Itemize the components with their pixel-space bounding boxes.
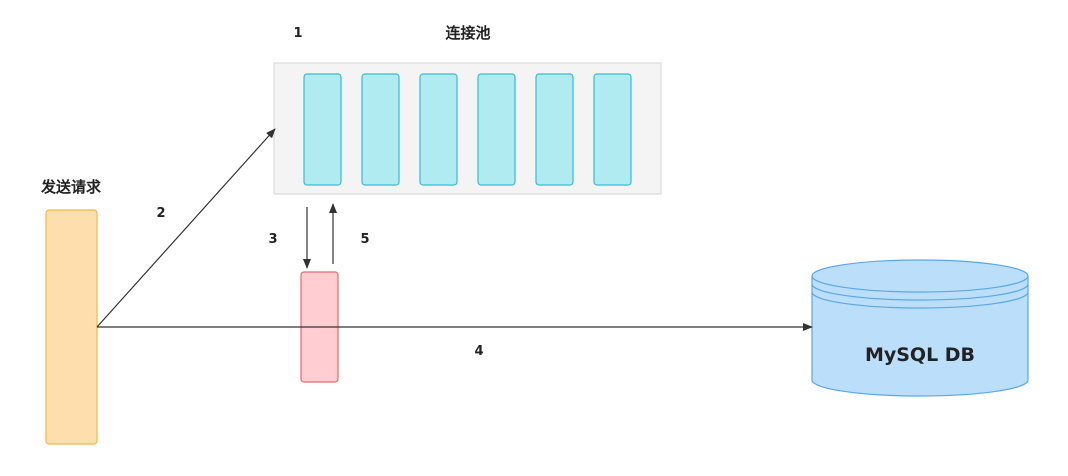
pool-step-label: 1 <box>293 26 302 41</box>
arrow-request-to-pool <box>96 128 276 328</box>
mysql-db-label: MySQL DB <box>865 344 975 366</box>
pool-connection-slot <box>535 73 574 186</box>
pool-title: 连接池 <box>445 24 490 42</box>
request-bar <box>45 209 98 445</box>
arrow-step-2-label: 2 <box>156 206 165 221</box>
pool-connection-slot <box>477 73 516 186</box>
arrow-step-3-label: 3 <box>268 232 277 247</box>
arrow-step-5-label: 5 <box>360 232 369 247</box>
request-title: 发送请求 <box>40 178 102 196</box>
pool-connection-slot <box>361 73 400 186</box>
pool-connection-slot <box>419 73 458 186</box>
pool-slots <box>303 73 632 186</box>
pool-connection-slot <box>593 73 632 186</box>
mysql-db-cylinder <box>811 259 1029 397</box>
arrow-step-4-label: 4 <box>474 344 483 359</box>
pool-connection-slot <box>303 73 342 186</box>
